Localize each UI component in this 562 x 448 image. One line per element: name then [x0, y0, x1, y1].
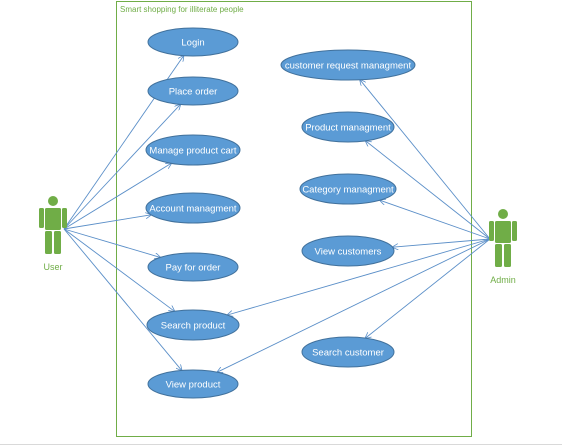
use-case-label: Search product	[161, 321, 226, 332]
use-case-ellipse	[301, 336, 395, 368]
use-case-ellipse	[301, 235, 395, 267]
use-case-label: Product managment	[305, 123, 391, 134]
use-case-ellipse	[145, 192, 241, 224]
association-admin-search-customer	[365, 238, 491, 338]
system-title: Smart shopping for illiterate people	[120, 5, 244, 14]
use-case-label: Manage product cart	[149, 146, 236, 157]
use-case-ellipse	[147, 27, 239, 57]
use-case-ellipse	[280, 49, 416, 81]
use-case-ellipse	[301, 111, 395, 143]
use-case-ellipse	[147, 76, 239, 106]
actor-left-leg	[45, 231, 52, 254]
association-user-manage-product-cart	[63, 163, 171, 230]
association-admin-search-product	[227, 238, 491, 315]
use-case-search-product[interactable]: Search product	[146, 309, 240, 341]
actor-user: User	[39, 196, 67, 272]
association-user-place-order	[63, 104, 180, 230]
use-case-label: Login	[181, 38, 204, 49]
actor-right-arm	[62, 208, 67, 228]
use-case-view-product[interactable]: View product	[147, 369, 239, 399]
actor-head	[48, 196, 58, 206]
association-user-search-product	[63, 228, 175, 311]
actor-right-leg	[504, 244, 511, 267]
actor-right-leg	[54, 231, 61, 254]
association-user-account-managment	[63, 215, 151, 230]
use-case-manage-product-cart[interactable]: Manage product cart	[145, 134, 241, 166]
use-case-label: customer request managment	[285, 61, 412, 72]
use-case-ellipse	[299, 173, 397, 205]
actor-left-leg	[495, 244, 502, 267]
use-case-category-managment[interactable]: Category managment	[299, 173, 397, 205]
association-user-view-product	[63, 228, 182, 370]
use-case-label: Category managment	[302, 185, 394, 196]
use-case-label: Pay for order	[166, 263, 221, 274]
actor-body	[495, 221, 511, 243]
use-case-ellipse	[146, 309, 240, 341]
actor-body	[45, 208, 61, 230]
use-case-ellipse	[145, 134, 241, 166]
use-case-label: View product	[166, 380, 221, 391]
use-case-login[interactable]: Login	[147, 27, 239, 57]
use-case-label: Place order	[169, 87, 218, 98]
use-case-label: Account managment	[149, 204, 236, 215]
use-case-ellipse	[147, 252, 239, 282]
association-admin-view-product	[217, 238, 491, 372]
use-case-customer-request-managment[interactable]: customer request managment	[280, 49, 416, 81]
use-case-label: Search customer	[312, 348, 384, 359]
actor-left-arm	[39, 208, 44, 228]
use-case-pay-for-order[interactable]: Pay for order	[147, 252, 239, 282]
association-admin-product-managment	[366, 141, 491, 240]
association-user-pay-for-order	[63, 228, 160, 257]
actor-admin: Admin	[489, 209, 517, 285]
actor-label: Admin	[490, 275, 516, 285]
actor-head	[498, 209, 508, 219]
actor-right-arm	[512, 221, 517, 241]
actor-left-arm	[489, 221, 494, 241]
use-case-account-managment[interactable]: Account managment	[145, 192, 241, 224]
use-case-product-managment[interactable]: Product managment	[301, 111, 395, 143]
association-admin-view-customers	[393, 238, 491, 247]
use-case-ellipse	[147, 369, 239, 399]
actor-label: User	[43, 262, 62, 272]
use-case-place-order[interactable]: Place order	[147, 76, 239, 106]
association-admin-customer-request-managment	[360, 80, 491, 240]
use-case-view-customers[interactable]: View customers	[301, 235, 395, 267]
association-admin-category-managment	[380, 200, 491, 240]
use-case-search-customer[interactable]: Search customer	[301, 336, 395, 368]
use-case-label: View customers	[315, 247, 382, 258]
system-boundary	[116, 1, 472, 437]
